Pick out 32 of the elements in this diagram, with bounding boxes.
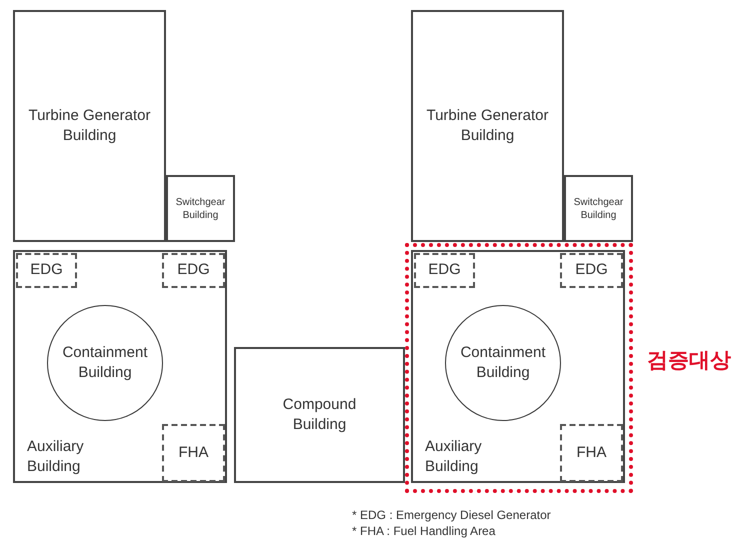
building-label: Containment Building (61, 342, 149, 383)
building-label: EDG (177, 260, 210, 280)
building-label: Switchgear Building (174, 196, 226, 222)
building-label: EDG (575, 260, 608, 280)
footnote: * EDG : Emergency Diesel Generator (352, 508, 551, 522)
building-label: FHA (576, 442, 606, 463)
building-box (411, 10, 564, 242)
area-box (414, 253, 475, 288)
building-label: Compound Building (282, 394, 358, 435)
building-label: EDG (30, 260, 63, 280)
annotation-label: 검증대상 (647, 347, 731, 374)
building-box (13, 250, 227, 483)
building-label: Switchgear Building (572, 196, 624, 222)
building-label: Auxiliary Building (425, 436, 483, 477)
area-box (162, 424, 225, 482)
area-box (16, 253, 77, 288)
building-label: Auxiliary Building (27, 436, 85, 477)
building-label: Containment Building (459, 342, 547, 383)
building-box (13, 10, 166, 242)
building-label: EDG (428, 260, 461, 280)
area-box (560, 253, 623, 288)
area-box (162, 253, 225, 288)
footnote: * FHA : Fuel Handling Area (352, 524, 496, 538)
building-label: Turbine Generator Building (27, 106, 152, 146)
building-box (234, 347, 405, 483)
containment-circle (47, 305, 163, 421)
building-label: FHA (178, 442, 208, 463)
building-box (564, 175, 633, 242)
containment-circle (445, 305, 561, 421)
area-box (560, 424, 623, 482)
building-label: Turbine Generator Building (425, 106, 550, 146)
building-box (166, 175, 235, 242)
